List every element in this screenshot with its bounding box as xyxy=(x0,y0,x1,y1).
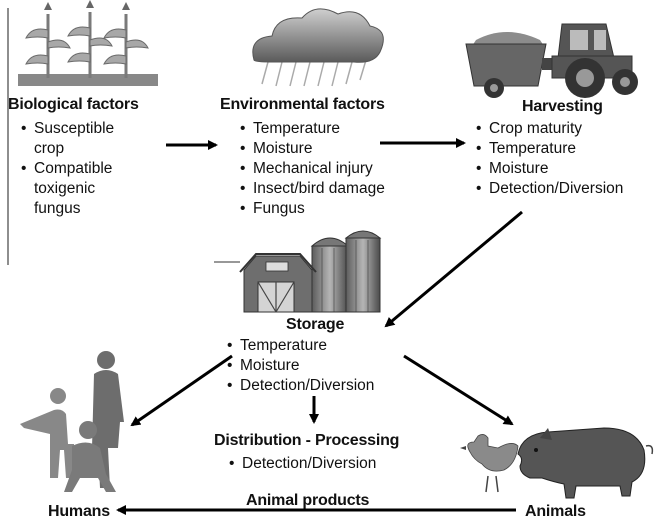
harvesting-list: Crop maturity Temperature Moisture Detec… xyxy=(475,119,623,199)
environmental-item: Insect/bird damage xyxy=(239,179,385,199)
arrow-storage-to-humans xyxy=(130,354,233,427)
environmental-item: Temperature xyxy=(239,119,385,139)
harvesting-item: Crop maturity xyxy=(475,119,623,139)
storage-item: Temperature xyxy=(226,336,374,356)
distribution-processing-title: Distribution - Processing xyxy=(214,432,400,449)
humans-label: Humans xyxy=(48,503,110,520)
storage-title: Storage xyxy=(286,316,345,333)
arrow-harvesting-to-storage xyxy=(384,210,523,328)
harvesting-title: Harvesting xyxy=(522,98,603,115)
storage-item: Moisture xyxy=(226,356,374,376)
biological-item: Susceptible crop xyxy=(20,119,114,159)
arrow-storage-to-animals xyxy=(403,354,514,426)
chicken-icon xyxy=(460,434,519,493)
environmental-factors-title: Environmental factors xyxy=(220,96,385,113)
environmental-item: Moisture xyxy=(239,139,385,159)
people-icon xyxy=(20,351,124,492)
biological-item: Compatible toxigenic fungus xyxy=(20,159,114,219)
harvesting-item: Detection/Diversion xyxy=(475,179,623,199)
environmental-item: Mechanical injury xyxy=(239,159,385,179)
environmental-factors-list: Temperature Moisture Mechanical injury I… xyxy=(239,119,385,219)
animals-label: Animals xyxy=(525,503,586,520)
environmental-item: Fungus xyxy=(239,199,385,219)
distribution-item: Detection/Diversion xyxy=(228,454,376,474)
flow-arrows xyxy=(116,138,523,515)
pig-icon xyxy=(517,427,654,499)
biological-factors-title: Biological factors xyxy=(8,96,139,113)
barn-silo-icon xyxy=(214,230,382,313)
tractor-icon xyxy=(465,23,638,98)
storage-list: Temperature Moisture Detection/Diversion xyxy=(226,336,374,396)
storm-cloud-icon xyxy=(252,8,384,87)
animal-products-label: Animal products xyxy=(246,492,370,509)
harvesting-item: Temperature xyxy=(475,139,623,159)
corn-plants-icon xyxy=(18,0,158,86)
storage-item: Detection/Diversion xyxy=(226,376,374,396)
distribution-processing-list: Detection/Diversion xyxy=(228,454,376,474)
harvesting-item: Moisture xyxy=(475,159,623,179)
biological-factors-list: Susceptible crop Compatible toxigenic fu… xyxy=(20,119,114,219)
